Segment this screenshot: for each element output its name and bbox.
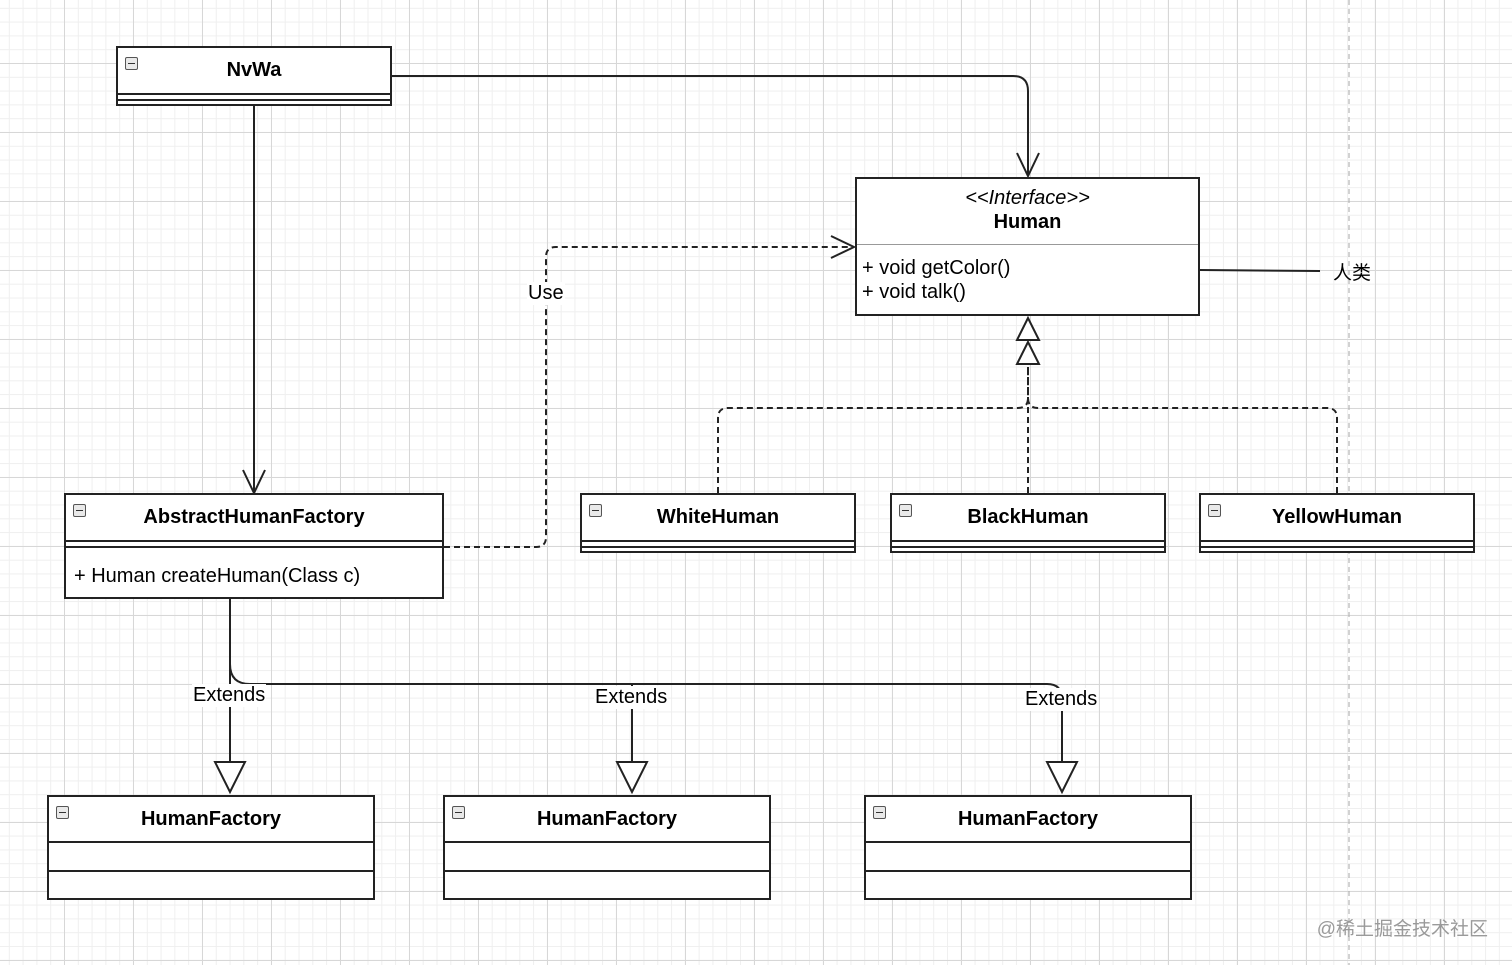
class-name: NvWa bbox=[226, 59, 282, 81]
class-human-factory-1[interactable]: HumanFactory bbox=[47, 795, 375, 900]
extends-label-3: Extends bbox=[1024, 688, 1099, 711]
realization-yellow[interactable] bbox=[1027, 397, 1338, 493]
class-name: YellowHuman bbox=[1271, 506, 1403, 528]
extends-3-arrowhead bbox=[1045, 761, 1079, 795]
realization-arrowhead-1 bbox=[1015, 315, 1041, 341]
class-name: AbstractHumanFactory bbox=[143, 506, 365, 528]
collapse-minus-icon[interactable] bbox=[452, 806, 465, 819]
class-human-factory-3[interactable]: HumanFactory bbox=[864, 795, 1192, 900]
class-white-human[interactable]: WhiteHuman bbox=[580, 493, 856, 553]
collapse-minus-icon[interactable] bbox=[1208, 504, 1221, 517]
interface-human[interactable]: <<Interface>> Human + void getColor() + … bbox=[855, 177, 1200, 316]
class-black-human[interactable]: BlackHuman bbox=[890, 493, 1166, 553]
realization-white[interactable] bbox=[717, 366, 1029, 493]
watermark: @稀土掘金技术社区 bbox=[1316, 919, 1488, 940]
class-abstract-human-factory[interactable]: AbstractHumanFactory + Human createHuman… bbox=[64, 493, 444, 599]
association-nvwa-human[interactable] bbox=[392, 75, 1029, 176]
collapse-minus-icon[interactable] bbox=[125, 57, 138, 70]
arrowhead-nvwa-human bbox=[1016, 152, 1040, 179]
arrowhead-use bbox=[830, 235, 857, 259]
interface-stereotype: <<Interface>> bbox=[965, 187, 1090, 209]
class-method: + Human createHuman(Class c) bbox=[74, 565, 361, 587]
interface-name: Human bbox=[993, 211, 1062, 233]
class-name: HumanFactory bbox=[957, 808, 1099, 830]
use-label: Use bbox=[527, 282, 565, 305]
collapse-minus-icon[interactable] bbox=[873, 806, 886, 819]
extends-2-arrowhead bbox=[615, 761, 649, 795]
interface-method: + void talk() bbox=[862, 281, 966, 303]
class-name: BlackHuman bbox=[967, 506, 1089, 528]
extends-label-1: Extends bbox=[192, 684, 267, 707]
class-nvwa[interactable]: NvWa bbox=[116, 46, 392, 106]
collapse-minus-icon[interactable] bbox=[56, 806, 69, 819]
realization-arrowhead-2 bbox=[1015, 339, 1041, 365]
use-dependency[interactable] bbox=[444, 246, 854, 548]
extends-2[interactable] bbox=[229, 663, 633, 762]
note-connector bbox=[1199, 269, 1321, 272]
extends-label-2: Extends bbox=[594, 686, 669, 709]
note-text: 人类 bbox=[1333, 263, 1372, 284]
class-name: HumanFactory bbox=[536, 808, 678, 830]
collapse-minus-icon[interactable] bbox=[589, 504, 602, 517]
interface-method: + void getColor() bbox=[862, 257, 1011, 279]
collapse-minus-icon[interactable] bbox=[73, 504, 86, 517]
collapse-minus-icon[interactable] bbox=[899, 504, 912, 517]
class-yellow-human[interactable]: YellowHuman bbox=[1199, 493, 1475, 553]
extends-1-arrowhead bbox=[213, 761, 247, 795]
class-human-factory-2[interactable]: HumanFactory bbox=[443, 795, 771, 900]
class-name: WhiteHuman bbox=[656, 506, 780, 528]
class-name: HumanFactory bbox=[140, 808, 282, 830]
